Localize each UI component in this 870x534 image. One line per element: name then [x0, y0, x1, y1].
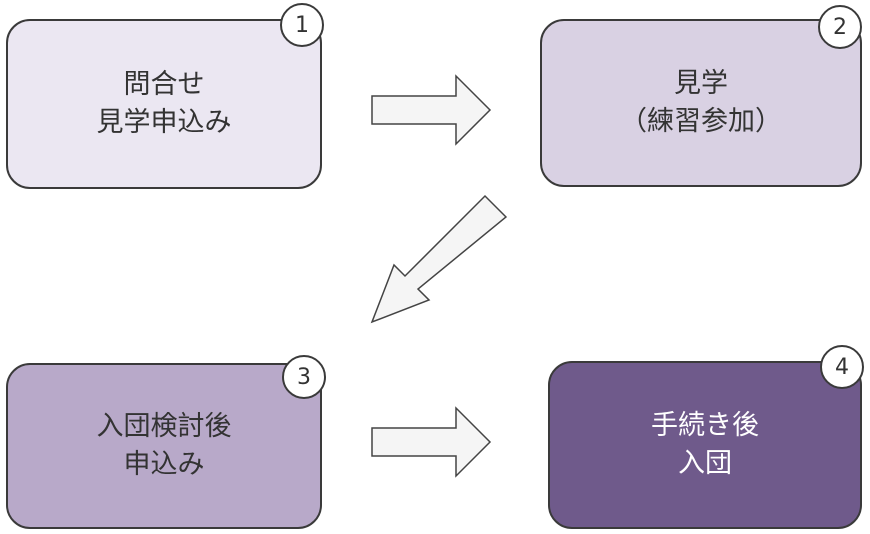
step-1-box: 問合せ 見学申込み	[6, 19, 322, 189]
right-arrow-icon	[371, 406, 492, 478]
down-left-arrow-icon	[370, 194, 508, 324]
step-4-line-2: 入団	[678, 448, 732, 479]
step-3-line-1: 入団検討後	[96, 411, 232, 442]
step-3-box: 入団検討後 申込み	[6, 363, 322, 529]
step-2-box: 見学 （練習参加）	[540, 19, 862, 187]
step-3-number-badge: 3	[282, 355, 326, 399]
step-4-box: 手続き後 入団	[548, 361, 862, 529]
step-1-line-2: 見学申込み	[96, 107, 232, 138]
step-4-number-badge: 4	[820, 345, 864, 389]
step-2-number-badge: 2	[818, 5, 862, 49]
step-1-number-badge: 1	[280, 3, 324, 47]
right-arrow-icon	[371, 74, 492, 146]
step-1-line-1: 問合せ	[123, 69, 205, 100]
step-2-line-1: 見学	[674, 68, 728, 99]
step-2-line-2: （練習参加）	[620, 106, 782, 137]
step-3-line-2: 申込み	[123, 449, 205, 480]
step-4-line-1: 手続き後	[651, 410, 759, 441]
